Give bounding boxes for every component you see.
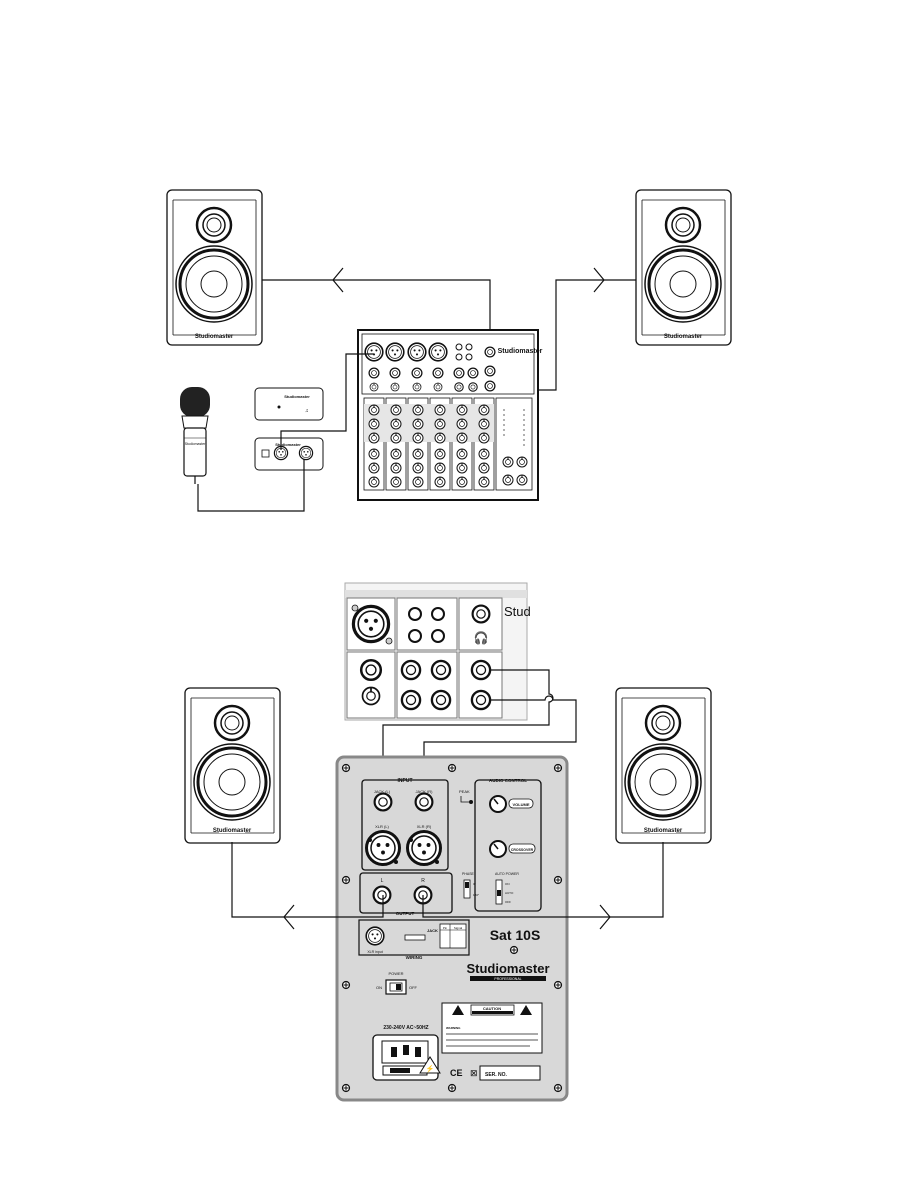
phase-switch[interactable] <box>463 879 471 899</box>
power-on: ON <box>376 985 382 990</box>
unit-brand: Studiomaster <box>275 442 301 447</box>
jack-label: JACK <box>427 928 438 933</box>
wiring-diagram-box: XLR input JACK Pin Signal WIRING <box>358 919 470 960</box>
jack-r-label: JACK (R) <box>416 789 434 794</box>
xlr-input-right[interactable] <box>406 830 442 866</box>
bottom-diagram: 🎧 Stud Studiomaster Studiomaster <box>183 582 713 1102</box>
phase-label: PHASE <box>462 872 475 876</box>
output-section: L R OUTPUT <box>359 872 453 916</box>
audio-control-title: AUDIO CONTROL <box>489 778 527 783</box>
mixer-closeup: 🎧 Stud <box>344 582 531 721</box>
monitor-speaker-right-bottom: Studiomaster <box>614 686 713 845</box>
audio-control-section: AUDIO CONTROL PEAK VOLUME CROSSOVER PHAS… <box>459 778 542 912</box>
speaker-brand-logo: Studiomaster <box>644 828 683 834</box>
jack-output-left[interactable] <box>372 885 392 905</box>
xlr-input-left[interactable] <box>365 830 401 866</box>
output-title: OUTPUT <box>396 911 415 916</box>
ap-auto: AUTO <box>505 891 514 895</box>
auto-power-label: AUTO POWER <box>495 872 519 876</box>
monitor-speaker-left-bottom: Studiomaster <box>183 686 282 845</box>
output-r-label: R <box>421 878 425 884</box>
mic-brand: Studiomaster <box>185 442 206 446</box>
jack-input-left[interactable] <box>373 792 393 812</box>
model-name: Sat 10S <box>490 927 541 943</box>
phase-180: 180° <box>473 893 480 897</box>
mixer-console: Studiomaster <box>357 329 543 501</box>
jack-l-label: JACK (L) <box>374 789 391 794</box>
speaker-brand-logo: Studiomaster <box>213 828 252 834</box>
ap-off: OFF <box>505 900 511 904</box>
output-l-label: L <box>381 878 384 884</box>
pin-header: Pin <box>443 926 448 930</box>
mains-label: 230-240V AC~50HZ <box>383 1025 428 1031</box>
signal-header: Signal <box>454 926 463 930</box>
wiring-title: WIRING <box>406 955 423 960</box>
channel-strips <box>363 397 533 491</box>
power-off: OFF <box>409 985 418 990</box>
volume-knob[interactable] <box>489 795 507 813</box>
cables-mixer-to-panel <box>382 669 577 790</box>
serial-number-label: SER. NO. <box>485 1072 508 1078</box>
xlr-l-label: XLR (L) <box>375 824 389 829</box>
mains-inlet: 230-240V AC~50HZ ⚡ <box>372 1025 441 1081</box>
speaker-brand-logo: Studiomaster <box>195 334 234 340</box>
xlr-r-label: XLR (R) <box>417 824 432 829</box>
monitor-speaker-left-top: Studiomaster <box>165 188 264 347</box>
warning-title: WARNING <box>446 1026 461 1030</box>
cables-panel-to-speakers <box>231 842 664 930</box>
power-label: POWER <box>388 971 403 976</box>
input-title: INPUT <box>398 778 413 784</box>
ce-mark: CE <box>450 1068 463 1078</box>
subwoofer-rear-panel: INPUT JACK (L) JACK (R) XLR (L) XLR (R) … <box>335 755 569 1102</box>
volume-label: VOLUME <box>512 802 529 807</box>
jack-input-right[interactable] <box>414 792 434 812</box>
ap-on: ON <box>505 882 510 886</box>
condenser-microphone: Studiomaster <box>180 387 210 484</box>
panel-brand-logo: Studiomaster <box>466 961 549 976</box>
weee-bin-icon: ⊠ <box>470 1068 478 1078</box>
svg-text:♫: ♫ <box>305 408 309 414</box>
phantom-power-unit-bottom: Studiomaster <box>254 437 324 471</box>
peak-label: PEAK <box>459 789 470 794</box>
unit-brand: Studiomaster <box>284 394 310 399</box>
crossover-label: CROSSOVER <box>511 848 534 852</box>
input-section: INPUT JACK (L) JACK (R) XLR (L) XLR (R) <box>361 778 449 871</box>
peak-led <box>469 800 473 804</box>
panel-brand-sub: PROFESSIONAL <box>494 977 521 981</box>
phantom-power-unit-top: Studiomaster ♫ <box>254 387 324 421</box>
mixer-brand-logo: Studiomaster <box>498 348 543 355</box>
crossover-knob[interactable] <box>489 840 507 858</box>
monitor-speaker-right-top: Studiomaster <box>634 188 733 347</box>
mixer-brand-partial: Stud <box>504 604 531 619</box>
power-switch[interactable]: POWER ON OFF <box>376 971 418 995</box>
phase-0: 0° <box>473 882 477 886</box>
shock-warning-icon: ⚡ <box>426 1064 435 1073</box>
caution-label: CAUTION WARNING <box>441 1002 543 1054</box>
mic-cables <box>197 353 374 512</box>
xlr-input-label: XLR input <box>367 950 382 954</box>
top-diagram: Studiomaster Studiomaster <box>165 188 733 512</box>
caution-title: CAUTION <box>483 1006 501 1011</box>
headphone-icon: 🎧 <box>474 631 489 645</box>
speaker-brand-logo: Studiomaster <box>664 334 703 340</box>
